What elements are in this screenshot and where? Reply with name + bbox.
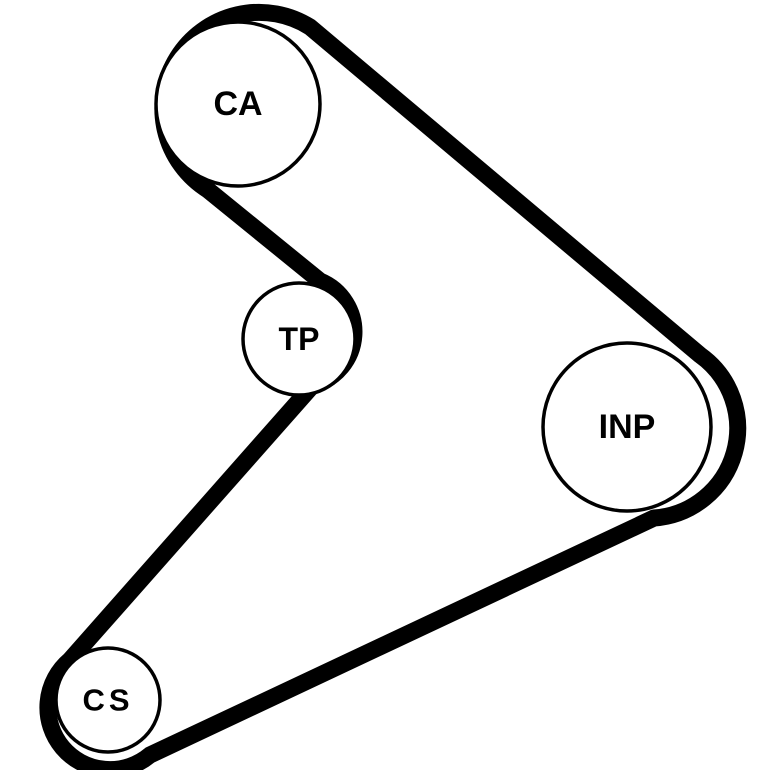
pulley-inp-circle (541, 341, 713, 513)
pulley-ca: CA (154, 20, 322, 188)
pulley-tp: TP (241, 281, 357, 397)
pulley-ca-circle (154, 20, 322, 188)
pulley-tp-circle (241, 281, 357, 397)
pulley-cs-label: CS (82, 683, 133, 718)
pulley-cs-circle (54, 646, 162, 754)
pulley-cs: CS (54, 646, 162, 754)
pulley-inp: INP (541, 341, 713, 513)
pulley-tp-label: TP (279, 321, 320, 357)
pulley-inp-label: INP (599, 408, 656, 446)
pulley-ca-label: CA (213, 85, 262, 123)
